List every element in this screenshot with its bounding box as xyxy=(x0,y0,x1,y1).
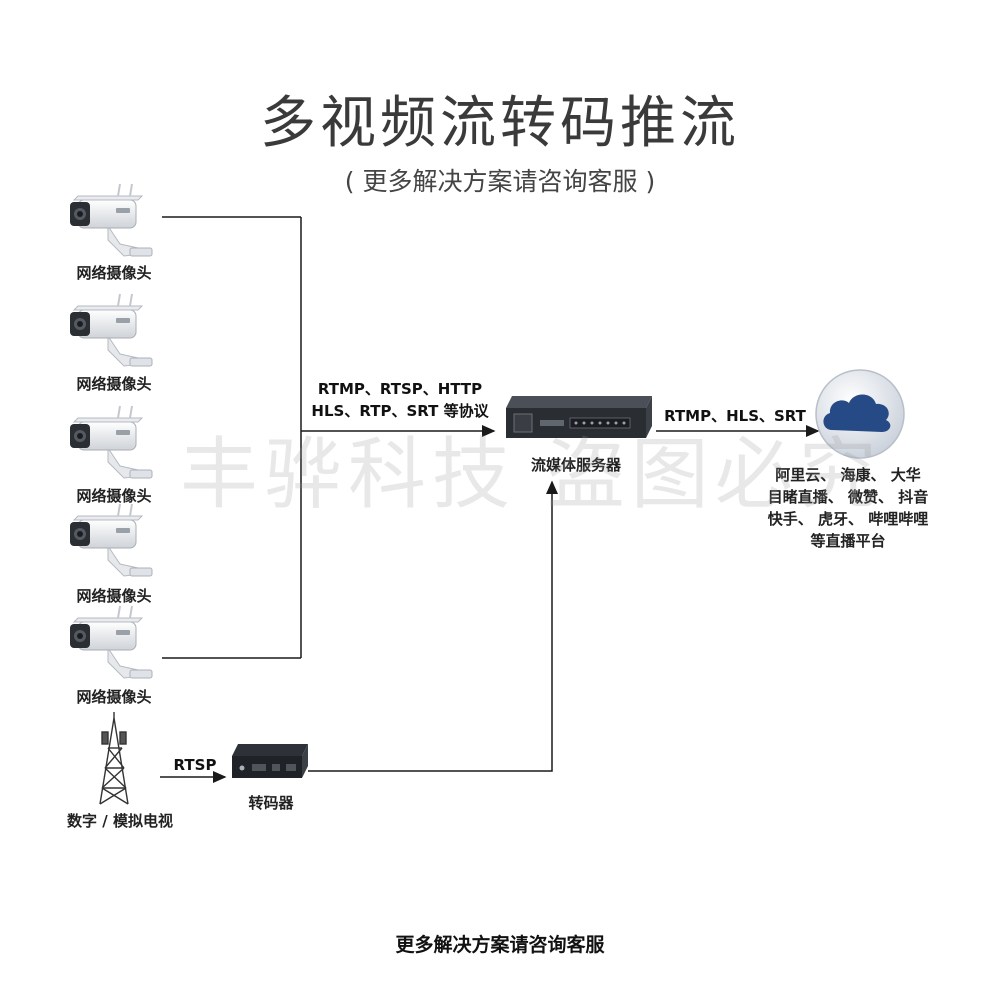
platform-list: 阿里云、 海康、 大华 目睹直播、 微赞、 抖音 快手、 虎牙、 哔哩哔哩 等直… xyxy=(738,464,958,552)
platform-line: 阿里云、 海康、 大华 xyxy=(775,466,921,484)
footer-text: 更多解决方案请咨询客服 xyxy=(395,934,605,956)
tv-tower-icon xyxy=(99,712,129,805)
platform-line: 快手、 虎牙、 哔哩哔哩 xyxy=(767,510,929,528)
camera-icon xyxy=(69,183,153,257)
camera-icon xyxy=(69,405,153,479)
camera-protocols: RTMP、RTSP、HTTP HLS、RTP、SRT 等协议 xyxy=(300,378,500,422)
camera-icon xyxy=(69,293,153,367)
server-label: 流媒体服务器 xyxy=(530,456,621,474)
page-subtitle: ( 更多解决方案请咨询客服 ) xyxy=(344,167,656,196)
encoder-label: 转码器 xyxy=(248,794,294,812)
camera-label: 网络摄像头 xyxy=(76,587,152,605)
page-title: 多视频流转码推流 xyxy=(260,91,740,156)
camera-protocols-line1: RTMP、RTSP、HTTP xyxy=(317,380,483,398)
camera-label: 网络摄像头 xyxy=(76,375,152,393)
camera-icon xyxy=(69,605,153,679)
camera-label: 网络摄像头 xyxy=(76,264,152,282)
cloud-protocols: RTMP、HLS、SRT xyxy=(664,407,806,425)
camera-label: 网络摄像头 xyxy=(76,487,152,505)
platform-line: 目睹直播、 微赞、 抖音 xyxy=(767,488,929,506)
tv-label: 数字 / 模拟电视 xyxy=(67,812,173,830)
platform-line: 等直播平台 xyxy=(810,532,886,550)
camera-label: 网络摄像头 xyxy=(76,688,152,706)
camera-icon xyxy=(69,503,153,577)
server-device-icon xyxy=(506,396,652,438)
encoder-device-icon xyxy=(232,744,308,778)
camera-protocols-line2: HLS、RTP、SRT 等协议 xyxy=(311,402,489,420)
cloud-icon xyxy=(815,369,905,459)
tv-protocol: RTSP xyxy=(173,756,217,774)
